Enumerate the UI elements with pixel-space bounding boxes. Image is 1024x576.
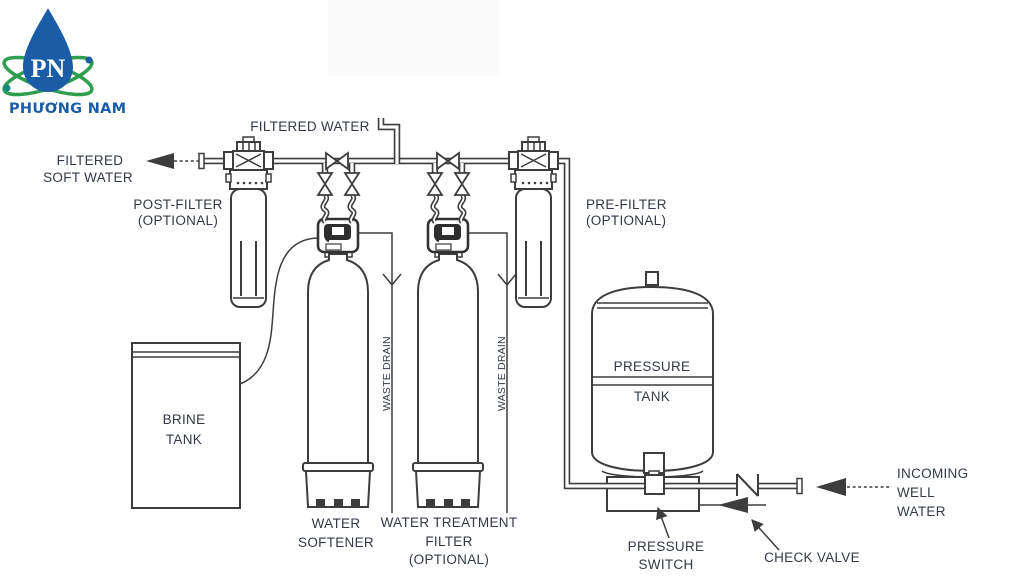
post-filter-unit xyxy=(223,136,274,308)
check-valve-icon xyxy=(736,473,759,497)
treatment-filter-label-line2: FILTER xyxy=(425,534,472,549)
tank-feed-stub-pipes xyxy=(321,163,466,175)
tank-tee-fitting xyxy=(643,452,665,474)
incoming-well-water-label-line1: INCOMING xyxy=(897,466,968,481)
treatment-filter-label-line1: WATER TREATMENT xyxy=(381,515,518,530)
company-logo: PN PHƯƠNG NAM xyxy=(2,8,126,117)
orbit-dot-icon xyxy=(3,84,11,92)
brine-tank-label-line1: BRINE xyxy=(163,412,206,427)
isolation-valve-icon xyxy=(427,172,443,196)
tank-air-valve-cap xyxy=(645,271,659,286)
filtered-soft-water-arrow-icon xyxy=(146,153,199,169)
softener-control-valve xyxy=(316,217,360,254)
brine-tank-label-line2: TANK xyxy=(166,432,202,447)
filtered-water-label: FILTERED WATER xyxy=(250,119,369,134)
pre-filter-unit xyxy=(508,136,559,308)
brine-tank xyxy=(131,342,241,509)
brine-line xyxy=(239,237,320,385)
isolation-valve-icon xyxy=(454,172,470,196)
filtered-soft-water-label-line1: FILTERED xyxy=(57,153,124,168)
water-softener-tank xyxy=(302,246,374,508)
pipe-end-cap xyxy=(796,477,803,495)
pressure-tank: PRESSURE TANK xyxy=(591,271,714,473)
flex-connector xyxy=(350,195,354,222)
filter-control-valve xyxy=(426,217,470,254)
filtered-soft-water-label-line2: SOFT WATER xyxy=(43,170,133,185)
flow-direction-icon xyxy=(699,497,766,513)
treatment-filter-tank xyxy=(412,246,484,508)
waste-drain-line-filter xyxy=(468,232,517,513)
isolation-valve-icon xyxy=(344,172,360,196)
incoming-well-water-label-line2: WELL xyxy=(897,485,935,500)
flex-connector xyxy=(323,195,327,222)
incoming-well-water-label-line3: WATER xyxy=(897,504,946,519)
water-drop-icon xyxy=(22,8,73,93)
treatment-filter-label-line3: (OPTIONAL) xyxy=(409,552,489,567)
flex-connector xyxy=(433,195,437,222)
pre-filter-label-line1: PRE-FILTER xyxy=(586,197,667,212)
pre-filter-label-line2: (OPTIONAL) xyxy=(586,213,666,228)
water-softener-label-line2: SOFTENER xyxy=(298,535,374,550)
pipe-end-cap xyxy=(198,152,205,170)
pressure-tank-label-line1: PRESSURE xyxy=(614,359,691,374)
check-valve-pointer-icon xyxy=(751,519,780,551)
pressure-switch-label-line2: SWITCH xyxy=(638,557,693,572)
water-softener-label-line1: WATER xyxy=(312,516,361,531)
post-filter-label-line1: POST-FILTER xyxy=(133,197,222,212)
waste-drain-line-softener xyxy=(358,232,402,513)
watermark-patch xyxy=(328,0,500,76)
check-valve-label: CHECK VALVE xyxy=(764,550,860,565)
waste-drain-label: WASTE DRAIN xyxy=(496,336,508,411)
pressure-switch-label-line1: PRESSURE xyxy=(628,539,705,554)
waste-drain-label: WASTE DRAIN xyxy=(381,336,393,411)
incoming-water-arrow-icon xyxy=(816,478,892,496)
orbit-dot-icon xyxy=(85,56,93,64)
pressure-tank-label-line2: TANK xyxy=(634,389,670,404)
filtered-water-outlet-pipe xyxy=(377,118,401,164)
isolation-valve-icon xyxy=(317,172,333,196)
logo-company-name: PHƯƠNG NAM xyxy=(9,101,126,117)
logo-monogram: PN xyxy=(31,54,66,83)
pressure-switch-pointer-icon xyxy=(656,506,670,539)
flex-connector xyxy=(460,195,464,222)
pressure-switch-fitting xyxy=(644,474,665,495)
bypass-valve-icon xyxy=(436,151,460,171)
bypass-valve-icon xyxy=(325,151,349,171)
post-filter-label-line2: (OPTIONAL) xyxy=(138,213,218,228)
